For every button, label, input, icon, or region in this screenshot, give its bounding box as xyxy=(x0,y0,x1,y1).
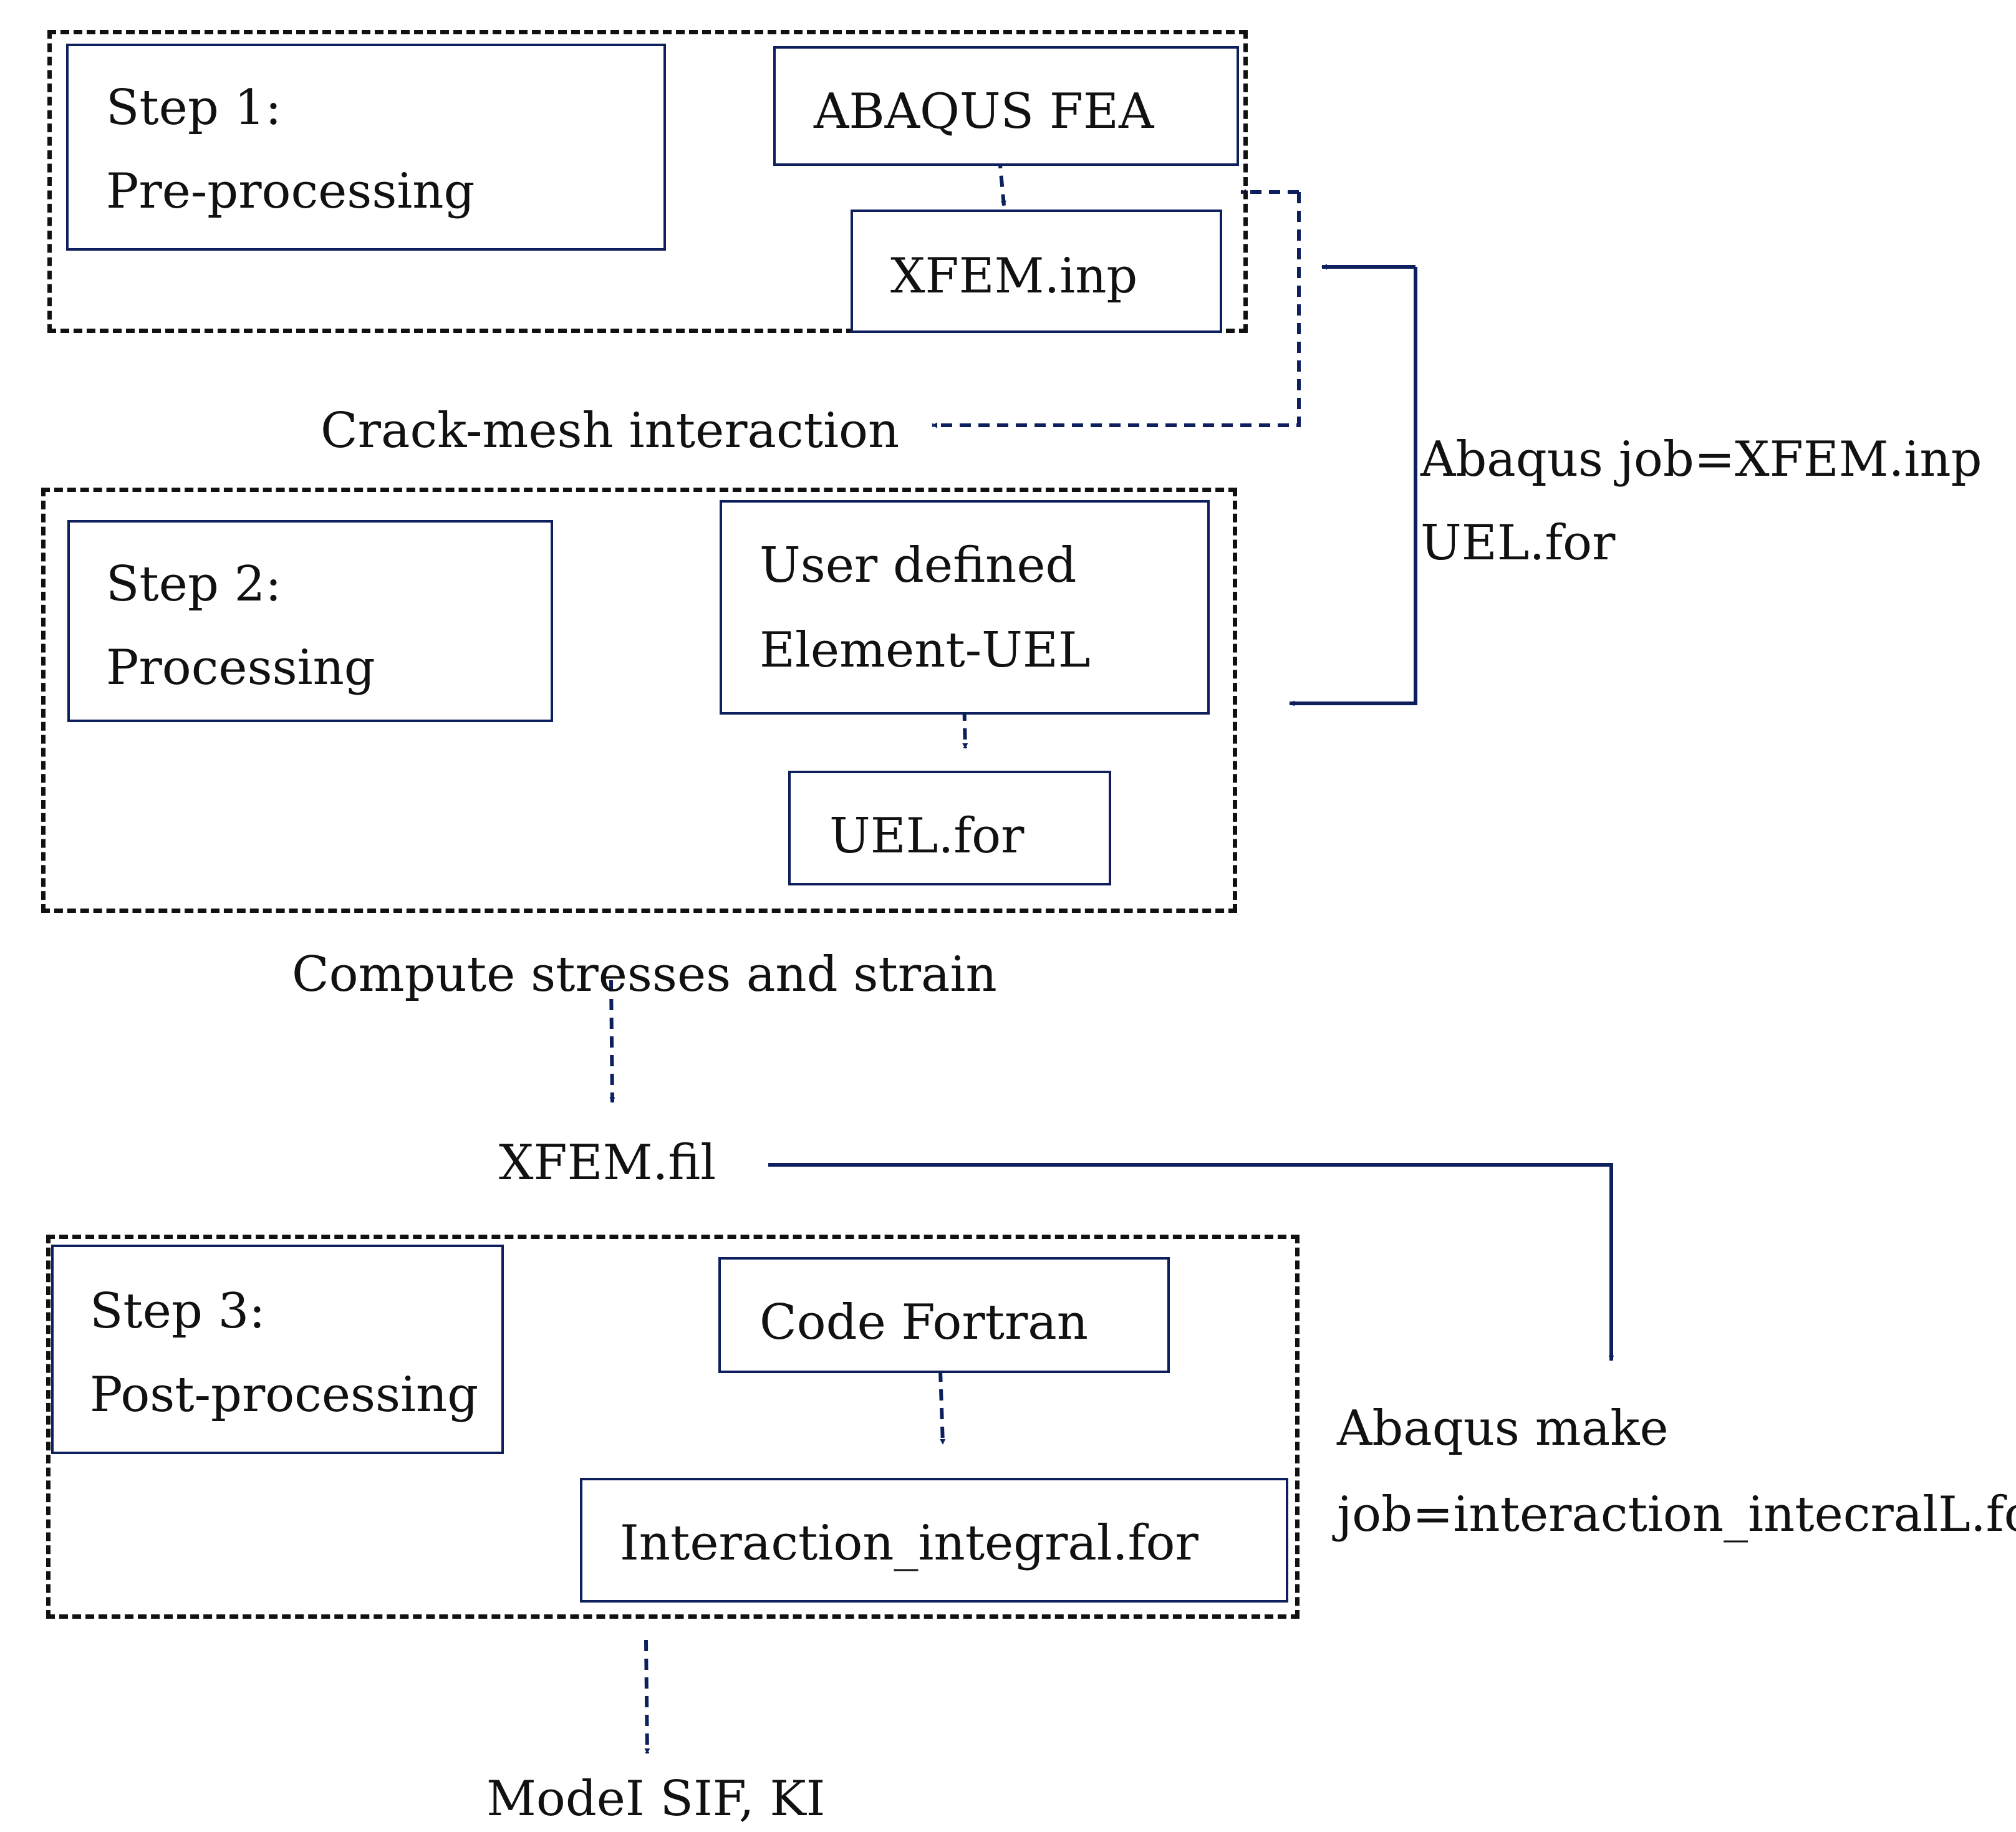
arrow-crack-mesh-loop xyxy=(932,192,1301,428)
step1-group xyxy=(47,30,1248,333)
abaqus-fea-label: ABAQUS FEA xyxy=(814,84,1154,140)
arrow-fil-to-make xyxy=(768,1163,1614,1361)
crack-mesh-label: Crack-mesh interaction xyxy=(321,403,900,459)
uel-for-box xyxy=(788,771,1111,885)
abaqus-make-line2: job=interaction_intecralL.for xyxy=(1337,1487,2016,1543)
step2-title-line2: Processing xyxy=(106,640,375,696)
code-fortran-box xyxy=(718,1257,1170,1373)
step3-title-box xyxy=(51,1245,504,1454)
interaction-integral-label: Interaction_integral.for xyxy=(620,1515,1199,1571)
step3-group xyxy=(46,1235,1300,1619)
code-fortran-label: Code Fortran xyxy=(760,1294,1088,1351)
step1-title-line1: Step 1: xyxy=(106,80,282,136)
uel-tool-box xyxy=(720,500,1210,715)
abaqus-job-line1: Abaqus job=XFEM.inp xyxy=(1420,431,1982,488)
step2-title-line1: Step 2: xyxy=(106,556,282,612)
xfem-inp-box xyxy=(851,210,1222,333)
step2-title-box xyxy=(67,520,553,722)
abaqus-fea-box xyxy=(773,46,1239,166)
compute-label: Compute stresses and strain xyxy=(292,947,997,1003)
arrow-compute-to-fil xyxy=(609,980,615,1103)
step1-title-box xyxy=(66,44,666,251)
uel-for-label: UEL.for xyxy=(829,808,1025,864)
arrow-step3-to-output xyxy=(644,1639,650,1754)
arrow-job-to-step2 xyxy=(1289,267,1417,706)
abaqus-job-line2: UEL.for xyxy=(1420,515,1616,571)
xfem-inp-label: XFEM.inp xyxy=(890,248,1138,304)
step3-title-line1: Step 3: xyxy=(90,1283,266,1339)
uel-tool-line2: Element-UEL xyxy=(760,622,1091,678)
arrow-fea-to-inp xyxy=(996,138,1006,206)
output-label: ModeI SIF, KI xyxy=(486,1771,826,1827)
abaqus-make-line1: Abaqus make xyxy=(1337,1401,1669,1457)
uel-tool-line1: User defined xyxy=(760,538,1077,594)
step2-group xyxy=(41,488,1237,913)
xfem-fil-label: XFEM.fil xyxy=(499,1135,716,1191)
step1-title-line2: Pre-processing xyxy=(106,163,475,219)
arrow-code-to-integral xyxy=(938,1370,946,1445)
step3-title-line2: Post-processing xyxy=(90,1367,479,1423)
interaction-integral-box xyxy=(580,1478,1288,1603)
